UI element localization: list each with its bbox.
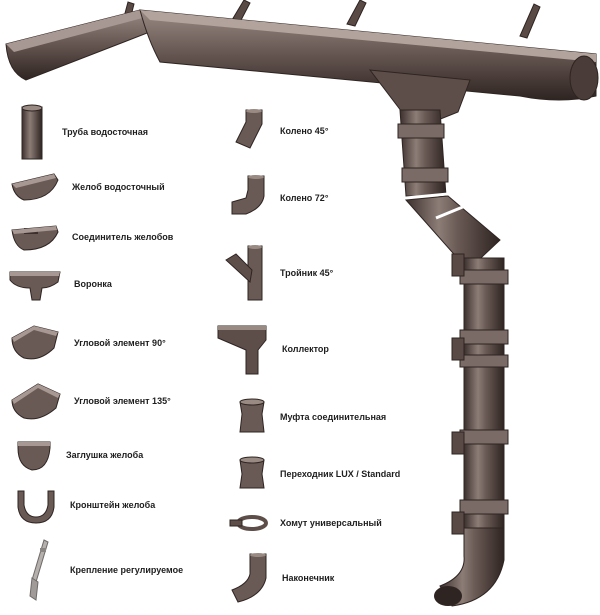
part-label: Воронка — [74, 279, 112, 289]
part-label: Кронштейн желоба — [70, 500, 156, 510]
part-label: Колено 72° — [280, 193, 329, 203]
part-adapter: Переходник LUX / Standard — [236, 456, 400, 492]
gutter-connector-icon — [11, 225, 59, 251]
part-adjustable-mount: Крепление регулируемое — [18, 538, 183, 602]
adapter-icon — [239, 456, 265, 489]
part-label: Угловой элемент 135° — [74, 396, 171, 406]
collector-icon — [217, 325, 267, 375]
part-label: Муфта соединительная — [280, 412, 387, 422]
downpipe-icon — [21, 104, 43, 160]
part-label: Колено 45° — [280, 126, 329, 136]
outlet-bottom — [439, 527, 505, 607]
part-bracket: Кронштейн желоба — [14, 485, 155, 525]
part-corner-90: Угловой элемент 90° — [10, 322, 166, 364]
part-pipe-clamp: Хомут универсальный — [228, 512, 382, 534]
outlet-icon — [231, 553, 267, 603]
part-label: Наконечник — [282, 573, 335, 583]
bracket-icon — [17, 490, 55, 524]
part-label: Тройник 45° — [280, 268, 334, 278]
part-corner-135: Угловой элемент 135° — [10, 380, 171, 422]
elbow-45-icon — [235, 109, 263, 149]
part-label: Труба водосточная — [62, 127, 148, 137]
tee-45-icon — [225, 245, 263, 301]
part-label: Заглушка желоба — [66, 450, 144, 460]
gutter-icon — [11, 173, 59, 201]
part-gutter-connector: Соединитель желобов — [10, 222, 173, 252]
part-gutter: Желоб водосточный — [10, 172, 165, 202]
part-downpipe: Труба водосточная — [14, 103, 148, 161]
part-elbow-45: Колено 45° — [228, 108, 328, 154]
part-label: Соединитель желобов — [72, 232, 174, 242]
part-elbow-72: Колено 72° — [226, 174, 328, 222]
corner-90-icon — [11, 325, 59, 360]
funnel-icon — [9, 271, 61, 301]
adjustable-mount-icon — [29, 539, 49, 601]
part-coupling: Муфта соединительная — [236, 398, 386, 436]
part-label: Коллектор — [282, 344, 329, 354]
part-label: Крепление регулируемое — [70, 565, 184, 575]
part-label: Желоб водосточный — [72, 182, 165, 192]
corner-135-icon — [11, 383, 61, 420]
end-cap-icon — [17, 441, 51, 471]
elbow-72-icon — [231, 175, 265, 215]
coupling-icon — [239, 398, 265, 433]
part-outlet: Наконечник — [228, 552, 334, 604]
part-tee-45: Тройник 45° — [222, 244, 333, 302]
part-funnel: Воронка — [8, 266, 112, 302]
part-collector: Коллектор — [216, 322, 329, 376]
pipe-clamp-icon — [229, 515, 268, 531]
part-label: Переходник LUX / Standard — [280, 469, 401, 479]
part-label: Хомут универсальный — [280, 518, 382, 528]
gutter-left — [5, 9, 161, 81]
part-end-cap: Заглушка желоба — [14, 438, 143, 472]
part-label: Угловой элемент 90° — [74, 338, 166, 348]
